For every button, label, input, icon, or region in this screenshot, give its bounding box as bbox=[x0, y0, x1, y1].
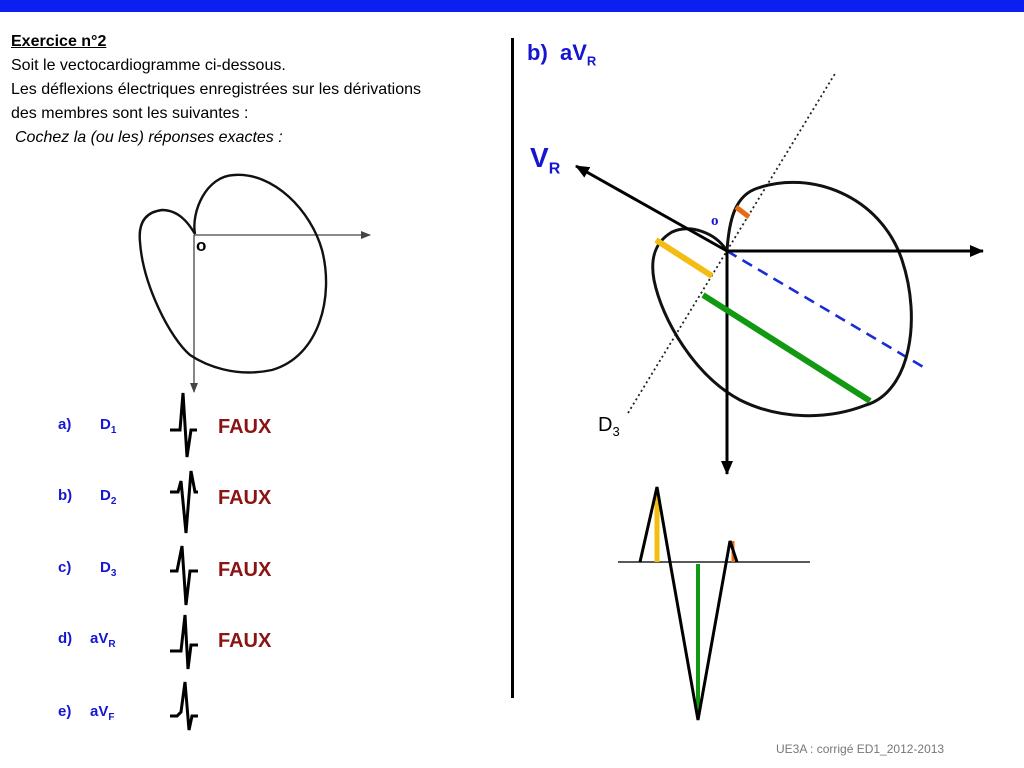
answer-e-lead: aVF bbox=[90, 703, 115, 723]
ecg-trace bbox=[638, 486, 739, 721]
answer-complex-c bbox=[170, 545, 198, 606]
question-line-3: des membres sont les suivantes : bbox=[11, 105, 249, 122]
answer-b-verdict: FAUX bbox=[218, 487, 272, 509]
top-color-bar bbox=[0, 0, 1024, 12]
question-block: Exercice n°2 Soit le vectocardiogramme c… bbox=[11, 30, 501, 150]
right-origin-label: o bbox=[711, 213, 719, 229]
answer-d-lead: aVR bbox=[90, 630, 116, 650]
ecg-complex-d3 bbox=[618, 486, 810, 721]
vr-label: VR bbox=[530, 142, 561, 178]
answer-c-lead: D3 bbox=[100, 559, 117, 579]
question-instruction: Cochez la (ou les) réponses exactes : bbox=[15, 129, 283, 146]
vr-axis-arrow bbox=[575, 164, 728, 253]
exercise-title: Exercice n°2 bbox=[11, 33, 107, 50]
answer-a-letter: a) bbox=[58, 416, 72, 433]
answer-complex-a bbox=[170, 392, 197, 458]
answer-complex-d bbox=[170, 614, 198, 670]
green-projection bbox=[701, 292, 872, 404]
question-line-1: Soit le vectocardiogramme ci-dessous. bbox=[11, 57, 286, 74]
left-vectocardiogram bbox=[138, 173, 371, 393]
vertical-divider bbox=[511, 38, 514, 698]
d3-axis-line bbox=[627, 71, 837, 414]
perpendicular-dashed-line bbox=[726, 249, 926, 370]
right-loop bbox=[651, 180, 913, 418]
footer-credit: UE3A : corrigé ED1_2012-2013 bbox=[776, 742, 945, 756]
answer-d-verdict: FAUX bbox=[218, 630, 272, 652]
answer-complex-b bbox=[170, 470, 198, 534]
answer-b-lead: D2 bbox=[100, 487, 117, 507]
answer-b-letter: b) bbox=[58, 487, 73, 504]
answer-e-letter: e) bbox=[58, 703, 72, 720]
question-line-2: Les déflexions électriques enregistrées … bbox=[11, 81, 421, 98]
orange-projection bbox=[734, 205, 751, 219]
answer-c-letter: c) bbox=[58, 559, 72, 576]
answer-d-letter: d) bbox=[58, 630, 73, 647]
answer-a-lead: D1 bbox=[100, 416, 117, 436]
yellow-projection bbox=[654, 237, 714, 279]
d3-label: D3 bbox=[598, 414, 620, 439]
right-panel-title: b) aVR bbox=[527, 40, 597, 69]
answer-a-verdict: FAUX bbox=[218, 416, 272, 438]
left-loop bbox=[138, 173, 328, 374]
answer-complex-e bbox=[170, 681, 198, 731]
answer-c-verdict: FAUX bbox=[218, 559, 272, 581]
right-vectocardiogram bbox=[575, 71, 984, 475]
left-origin-label: o bbox=[196, 236, 207, 255]
